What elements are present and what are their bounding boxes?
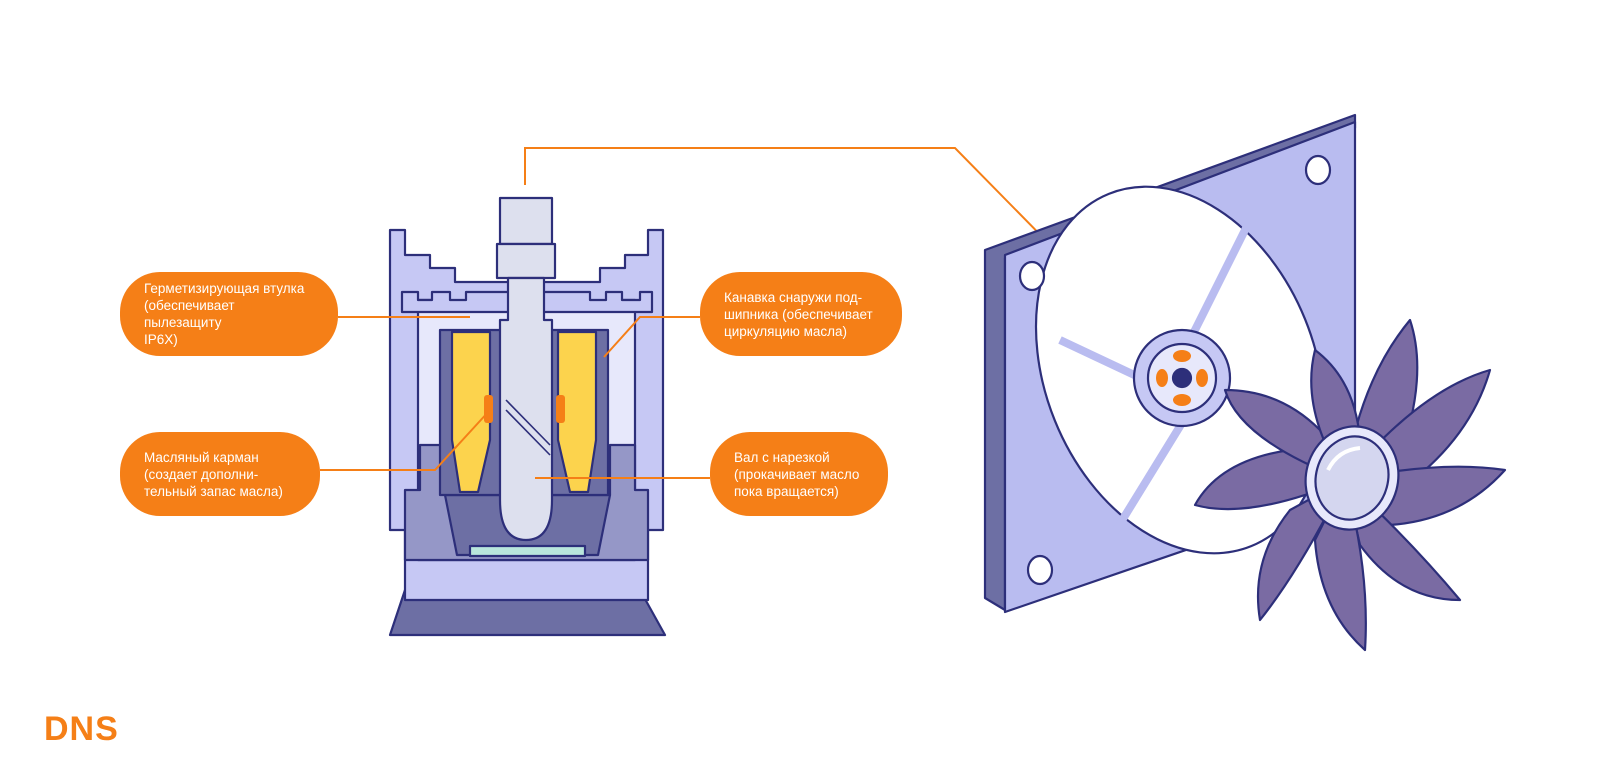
bearing-left xyxy=(450,330,492,494)
leader-oil xyxy=(320,409,491,471)
dns-logo: DNS xyxy=(44,712,119,744)
groove-mark-left xyxy=(484,395,493,423)
groove-mark-right xyxy=(556,395,565,423)
hub-slot xyxy=(1156,369,1168,387)
hub-highlight xyxy=(1326,446,1361,471)
shaft-collar xyxy=(495,242,557,280)
mount-hole xyxy=(1304,154,1332,186)
fan-strut xyxy=(1106,407,1194,543)
shaft-cap xyxy=(498,196,554,246)
hub-slot xyxy=(1173,394,1191,406)
callout-sealing-sleeve-text: Герметизирующая втулка (обеспечивает пыл… xyxy=(144,281,305,347)
hub-center xyxy=(1171,367,1193,389)
callout-threaded-shaft-text: Вал с нарезкой (прокачивает масло пока в… xyxy=(734,449,860,499)
callout-outer-groove: Канавка снаружи под- шипника (обеспечива… xyxy=(700,272,902,356)
fan-strut xyxy=(1186,218,1254,342)
callout-outer-groove-text: Канавка снаружи под- шипника (обеспечива… xyxy=(724,289,873,339)
shaft xyxy=(498,276,554,542)
hub-slot xyxy=(1173,350,1191,362)
hub-slot xyxy=(1196,369,1208,387)
impeller-hub-cap xyxy=(1314,435,1390,521)
bearing-cross-section xyxy=(388,196,667,637)
leader-groove xyxy=(603,316,700,358)
callout-sealing-sleeve: Герметизирующая втулка (обеспечивает пыл… xyxy=(120,272,338,356)
bearing-right xyxy=(556,330,598,494)
callout-oil-pocket-text: Масляный карман (создает дополни- тельны… xyxy=(144,449,283,499)
mount-hole xyxy=(1026,554,1054,586)
shaft-thread xyxy=(505,399,551,446)
fan-strut xyxy=(1058,336,1147,384)
shaft-thread-2 xyxy=(505,409,551,456)
fan-illustration xyxy=(983,113,1507,652)
thrust-plate xyxy=(468,544,587,558)
callout-oil-pocket: Масляный карман (создает дополни- тельны… xyxy=(120,432,320,516)
mount-hole xyxy=(1018,260,1046,292)
dns-logo-text: DNS xyxy=(44,712,119,744)
callout-threaded-shaft: Вал с нарезкой (прокачивает масло пока в… xyxy=(710,432,888,516)
